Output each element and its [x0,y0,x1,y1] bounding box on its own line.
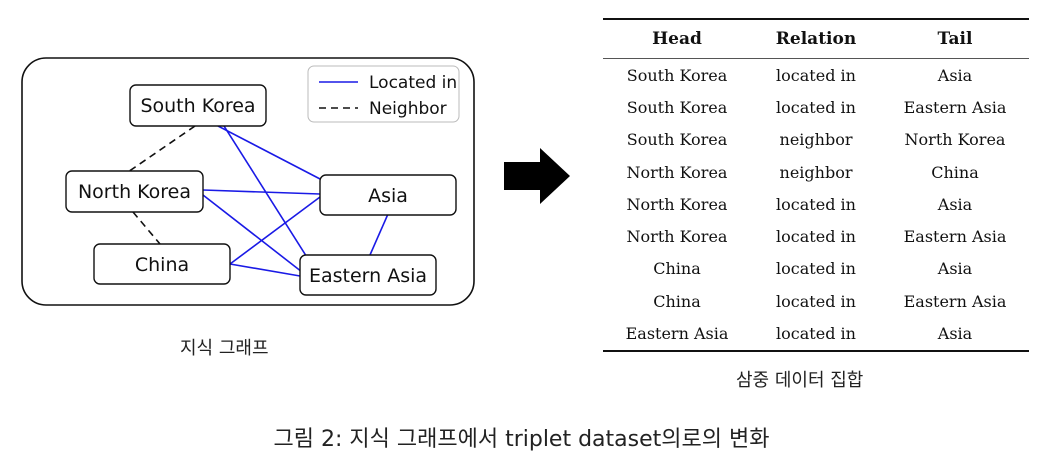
cell-relation: located in [776,65,856,85]
cell-head: North Korea [626,194,728,214]
cell-head: South Korea [626,65,728,85]
graph-frame [21,57,475,306]
knowledge-graph: South Korea North Korea China Asia Easte… [21,57,475,306]
column-header-head: Head [603,18,751,59]
table-row: North Korea neighbor China [603,156,1029,188]
column-header-relation: Relation [751,18,881,59]
edge-easternasia-asia [369,213,389,256]
table-row: China located in Eastern Asia [603,285,1029,317]
cell-relation: located in [751,317,881,352]
table-row: North Korea located in Asia [603,188,1029,220]
cell-head: North Korea [626,162,728,182]
table-row: North Korea located in Eastern Asia [603,220,1029,252]
graph-caption: 지식 그래프 [180,338,269,359]
cell-head: China [653,291,701,311]
edge-southkorea-asia [217,125,323,181]
cell-head: Eastern Asia [603,317,751,352]
cell-head: China [653,259,701,279]
triplet-table: Head Relation Tail South Korea located i… [603,18,1029,352]
cell-relation: neighbor [779,130,853,150]
graph-legend: Located in Neighbor [307,65,460,123]
cell-head: North Korea [626,227,728,247]
cell-relation: located in [776,97,856,117]
edge-northkorea-asia [202,189,321,195]
svg-text:South Korea: South Korea [140,95,255,117]
svg-text:Eastern Asia: Eastern Asia [309,265,427,287]
legend-located-in-label: Located in [369,73,457,93]
node-north-korea: North Korea [65,170,204,213]
legend-neighbor-label: Neighbor [369,99,447,119]
cell-tail: Asia [937,194,973,214]
edge-southkorea-northkorea [127,125,196,173]
cell-relation: located in [776,291,856,311]
cell-relation: neighbor [779,162,853,182]
edge-china-easternasia [229,263,301,277]
cell-tail: Eastern Asia [903,97,1007,117]
cell-tail: Asia [881,317,1029,352]
svg-text:China: China [135,254,189,276]
edge-northkorea-china [132,211,161,245]
cell-head: South Korea [626,97,728,117]
figure-caption: 그림 2: 지식 그래프에서 triplet dataset의로의 변화 [273,427,770,452]
node-eastern-asia: Eastern Asia [299,254,437,296]
table-row: South Korea neighbor North Korea [603,124,1029,156]
table-row: South Korea located in Eastern Asia [603,91,1029,123]
table-header-row: Head Relation Tail [603,18,1029,59]
cell-relation: located in [776,194,856,214]
cell-tail: North Korea [904,130,1006,150]
table-row: Eastern Asia located in Asia [603,317,1029,352]
edge-northkorea-easternasia [202,194,303,273]
table-row: China located in Asia [603,253,1029,285]
node-china: China [93,243,231,285]
table-caption: 삼중 데이터 집합 [736,370,864,391]
cell-tail: Asia [937,65,973,85]
column-header-tail: Tail [881,18,1029,59]
right-arrow-icon [504,148,570,204]
svg-text:Asia: Asia [368,185,408,207]
node-south-korea: South Korea [129,84,267,127]
table-row: South Korea located in Asia [603,59,1029,92]
cell-relation: located in [776,259,856,279]
cell-tail: China [931,162,979,182]
cell-tail: Eastern Asia [903,227,1007,247]
svg-text:North Korea: North Korea [78,181,191,203]
cell-tail: Asia [937,259,973,279]
cell-relation: located in [776,227,856,247]
edge-china-asia [229,196,321,265]
edge-southkorea-easternasia [223,125,311,263]
cell-tail: Eastern Asia [903,291,1007,311]
node-asia: Asia [319,174,457,216]
cell-head: South Korea [626,130,728,150]
